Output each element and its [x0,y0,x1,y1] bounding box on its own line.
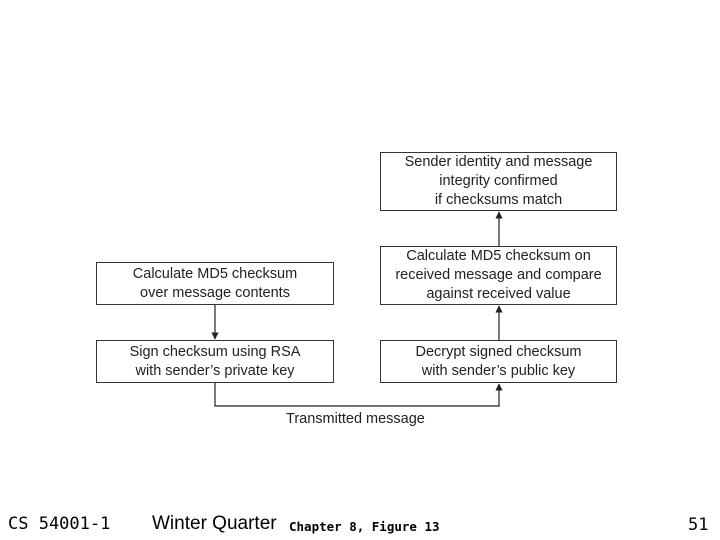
sender-md5-text: Calculate MD5 checksum over message cont… [132,265,298,301]
sign-checksum-box: Sign checksum using RSA with sender’s pr… [96,340,334,383]
footer-term: Winter Quarter [152,513,277,534]
receiver-md5-compare-box: Calculate MD5 checksum on received messa… [380,246,617,305]
sign-checksum-text: Sign checksum using RSA with sender’s pr… [129,343,301,379]
verification-result-box: Sender identity and message integrity co… [380,152,617,211]
decrypt-checksum-text: Decrypt signed checksum with sender’s pu… [415,343,582,379]
verification-result-text: Sender identity and message integrity co… [404,154,593,208]
page-number: 51 [688,515,709,535]
sender-md5-box: Calculate MD5 checksum over message cont… [96,262,334,305]
footer-course: CS 54001-1 [8,514,111,534]
transmission-path [214,382,503,407]
decrypt-checksum-box: Decrypt signed checksum with sender’s pu… [380,340,617,383]
receiver-md5-compare-text: Calculate MD5 checksum on received messa… [395,248,602,302]
transmitted-message-label: Transmitted message [286,411,425,427]
footer-figure-reference: Chapter 8, Figure 13 [289,519,440,534]
